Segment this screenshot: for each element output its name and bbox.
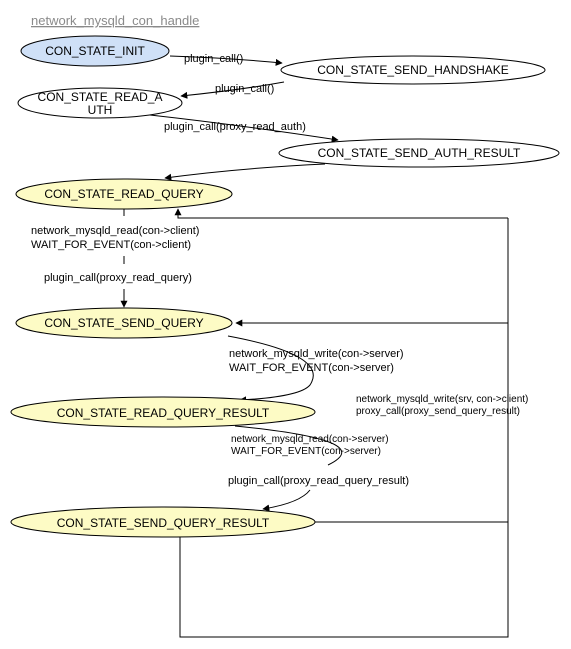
edge-label-read-query-3: plugin_call(proxy_read_query) [44, 272, 192, 284]
state-send-query-result-label: CON_STATE_SEND_QUERY_RESULT [57, 516, 270, 530]
edge-init-to-handshake [169, 55, 283, 66]
edge-label-read-result-1: network_mysqld_read(con->server) [231, 434, 389, 445]
state-send-query-shape [15, 307, 233, 339]
edge-label-init-to-handshake: plugin_call() [184, 53, 243, 65]
edge-label-read-result-3: plugin_call(proxy_read_query_result) [228, 475, 409, 487]
state-send-auth-result-shape [278, 138, 560, 168]
state-read-query-label: CON_STATE_READ_QUERY [44, 187, 203, 201]
edge-read-result-to-send-result [234, 425, 343, 466]
edge-auth-result-to-read-query [164, 163, 326, 181]
state-send-auth-result-label: CON_STATE_SEND_AUTH_RESULT [318, 146, 521, 160]
edge-handshake-to-read-auth [180, 81, 285, 99]
loop-to-read-query [174, 208, 508, 219]
edge-label-loop-2: proxy_call(proxy_send_query_result) [356, 406, 520, 417]
edge-label-handshake-to-read-auth: plugin_call() [215, 83, 274, 95]
edge-label-send-query-1: network_mysqld_write(con->server) [229, 348, 404, 360]
state-read-auth-shape [17, 87, 183, 119]
state-read-query: CON_STATE_READ_QUERY [15, 178, 233, 210]
state-init-label: CON_STATE_INIT [45, 44, 145, 58]
edge-label-read-result-2: WAIT_FOR_EVENT(con->server) [231, 446, 381, 457]
state-read-query-shape [15, 178, 233, 210]
state-read-query-result: CON_STATE_READ_QUERY_RESULT [10, 396, 316, 428]
edges [120, 55, 509, 638]
edge-read-result-to-send-result-2 [262, 489, 311, 512]
loop-lower-box [179, 522, 509, 638]
state-send-auth-result: CON_STATE_SEND_AUTH_RESULT [278, 138, 560, 168]
state-send-handshake-shape [280, 55, 546, 85]
edge-read-auth-to-auth-result [149, 114, 339, 143]
edge-label-send-query-2: WAIT_FOR_EVENT(con->server) [229, 362, 394, 374]
state-send-query-result: CON_STATE_SEND_QUERY_RESULT [10, 506, 316, 538]
edge-label-loop-1: network_mysqld_write(srv, con->client) [356, 394, 528, 405]
state-send-handshake: CON_STATE_SEND_HANDSHAKE [280, 55, 546, 85]
state-init: CON_STATE_INIT [20, 35, 170, 67]
state-init-shape [20, 35, 170, 67]
state-send-query-label: CON_STATE_SEND_QUERY [44, 316, 203, 330]
edge-label-read-auth-to-auth-result: plugin_call(proxy_read_auth) [164, 121, 306, 133]
edge-send-query-to-read-result [227, 335, 314, 404]
state-read-auth-label-2: UTH [88, 103, 113, 117]
state-read-auth: CON_STATE_READ_A UTH [17, 87, 183, 119]
state-read-query-result-shape [10, 396, 316, 428]
state-send-query-result-shape [10, 506, 316, 538]
state-send-query: CON_STATE_SEND_QUERY [15, 307, 233, 339]
edge-label-read-query-1: network_mysqld_read(con->client) [31, 225, 199, 237]
state-read-query-result-label: CON_STATE_READ_QUERY_RESULT [57, 406, 270, 420]
state-send-handshake-label: CON_STATE_SEND_HANDSHAKE [317, 63, 509, 77]
state-read-auth-label-1: CON_STATE_READ_A [38, 90, 163, 104]
diagram-title: network_mysqld_con_handle [31, 13, 199, 28]
edge-label-read-query-2: WAIT_FOR_EVENT(con->client) [31, 239, 191, 251]
